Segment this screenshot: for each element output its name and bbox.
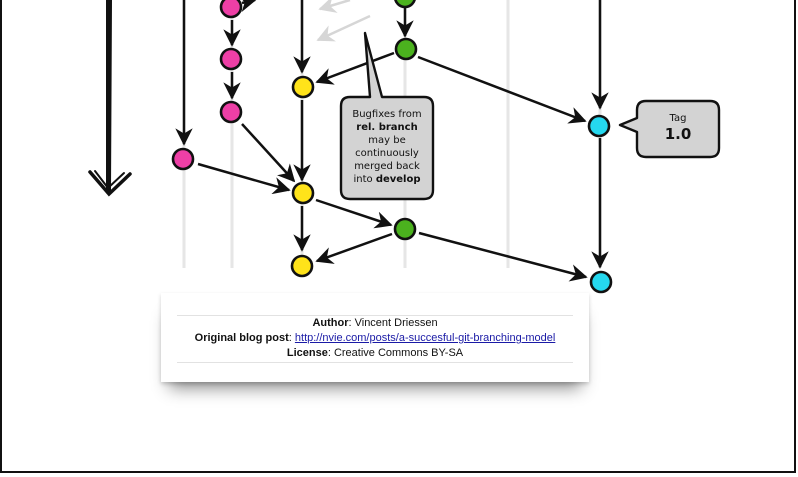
bugfix-callout-bubble <box>339 31 435 201</box>
commit-nodes <box>171 0 613 294</box>
tag-label: Tag <box>669 113 687 124</box>
commit-master-0 <box>587 114 611 138</box>
commit-develop-2 <box>290 254 314 278</box>
author-value: Vincent Driessen <box>354 317 438 329</box>
credits-blog-line: Original blog post: http://nvie.com/post… <box>194 332 556 344</box>
credits-card: Author: Vincent Driessen Original blog p… <box>161 293 589 382</box>
bugfix-line-6-prefix: into <box>353 174 376 185</box>
credits-author-line: Author: Vincent Driessen <box>312 317 438 329</box>
faded-arrows <box>316 0 371 42</box>
commit-master-1 <box>589 270 613 294</box>
credits-license-line: License: Creative Commons BY-SA <box>286 347 464 359</box>
commit-release-0 <box>394 0 416 9</box>
commit-feature-b-1 <box>219 47 243 71</box>
bugfix-line-6-bold: develop <box>375 174 421 185</box>
blog-label: Original blog post <box>194 332 289 344</box>
commit-develop-0 <box>291 75 315 99</box>
credits-body: Author: Vincent Driessen Original blog p… <box>177 315 573 363</box>
bugfix-line-5: merged back <box>354 161 420 172</box>
author-label: Author <box>312 317 349 329</box>
commit-arrows <box>175 0 609 282</box>
commit-feature-b-0 <box>219 0 243 19</box>
tag-version: 1.0 <box>664 125 692 143</box>
bugfix-line-4: continuously <box>355 148 419 159</box>
bugfix-line-2: rel. branch <box>356 122 418 133</box>
commit-feature-a <box>171 147 195 171</box>
blog-link[interactable]: http://nvie.com/posts/a-succesful-git-br… <box>294 332 556 344</box>
commit-release-1 <box>394 37 418 61</box>
license-value: Creative Commons BY-SA <box>333 347 464 359</box>
bugfix-line-3: may be <box>368 135 406 146</box>
tag-callout-bubble <box>618 99 721 159</box>
tag-callout-text: Tag 1.0 <box>640 112 716 143</box>
bugfix-line-1: Bugfixes from <box>352 109 422 120</box>
commit-release-2 <box>393 217 417 241</box>
commit-feature-b-2 <box>219 100 243 124</box>
bugfix-callout-text: Bugfixes from rel. branch may be continu… <box>344 108 430 186</box>
time-arrow <box>88 0 132 197</box>
commit-develop-1 <box>291 181 315 205</box>
license-label: License <box>286 347 328 359</box>
